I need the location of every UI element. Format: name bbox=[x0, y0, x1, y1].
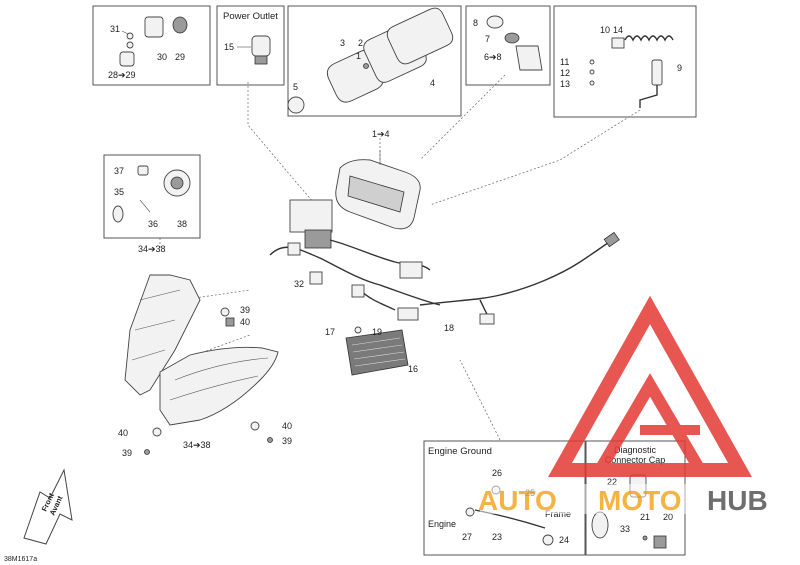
callout-40-a: 40 bbox=[240, 317, 250, 327]
bulb-part bbox=[112, 205, 124, 223]
callout-1-4: 1➔4 bbox=[372, 129, 390, 139]
label-14: 14 bbox=[613, 25, 623, 35]
watermark-hub: HUB bbox=[707, 485, 768, 516]
cluster-gasket-part bbox=[386, 7, 454, 65]
harness-branch-18 bbox=[419, 239, 613, 306]
knob-cap-part bbox=[486, 15, 504, 29]
screw-part bbox=[126, 32, 134, 40]
diagram-code: 38M1617a bbox=[4, 556, 37, 563]
headlight-housing bbox=[124, 274, 201, 396]
label-38: 38 bbox=[177, 219, 187, 229]
label-15: 15 bbox=[224, 42, 234, 52]
knob-nut-part bbox=[504, 32, 520, 44]
front-direction-arrow: Front Avant bbox=[23, 468, 73, 545]
label-20: 20 bbox=[663, 512, 673, 522]
washer-part bbox=[126, 41, 134, 49]
seal-part bbox=[172, 16, 188, 34]
power-outlet-title: Power Outlet bbox=[223, 11, 278, 22]
label-31: 31 bbox=[110, 24, 120, 34]
label-1: 1 bbox=[356, 51, 361, 61]
label-29: 29 bbox=[175, 52, 185, 62]
connector-19 bbox=[397, 307, 419, 321]
callout-17: 17 bbox=[325, 327, 335, 337]
power-outlet-part bbox=[251, 35, 271, 57]
gauge-part bbox=[287, 96, 305, 114]
watermark-logo: AUTO MOTO HUB bbox=[478, 295, 800, 516]
label-8: 8 bbox=[473, 18, 478, 28]
watermark-moto: MOTO bbox=[598, 485, 681, 516]
callout-34-38-bottom: 34➔38 bbox=[183, 440, 211, 450]
box-sensor: 10 14 11 12 13 9 bbox=[553, 5, 697, 118]
headlight-lens bbox=[159, 346, 279, 426]
label-10: 10 bbox=[600, 25, 610, 35]
callout-39-c: 39 bbox=[282, 436, 292, 446]
label-33: 33 bbox=[620, 524, 630, 534]
label-12: 12 bbox=[560, 68, 570, 78]
engine-ground-title: Engine Ground bbox=[428, 446, 492, 457]
main-assembly bbox=[124, 159, 620, 455]
label-26: 26 bbox=[492, 468, 502, 478]
power-outlet-nut bbox=[254, 55, 268, 65]
label-37: 37 bbox=[114, 166, 124, 176]
sensor-body bbox=[651, 59, 663, 86]
label-35: 35 bbox=[114, 187, 124, 197]
callout-40-c: 40 bbox=[282, 421, 292, 431]
label-21: 21 bbox=[640, 512, 650, 522]
label-23: 23 bbox=[492, 532, 502, 542]
label-4: 4 bbox=[430, 78, 435, 88]
sensor-wire bbox=[624, 35, 674, 42]
callout-32: 32 bbox=[294, 279, 304, 289]
bulb-small-part bbox=[137, 165, 149, 176]
box-cluster: 3 2 1 4 5 bbox=[287, 5, 462, 117]
box-knob: 8 7 6➔8 bbox=[465, 5, 551, 86]
watermark-auto: AUTO bbox=[478, 485, 557, 516]
connector-32 bbox=[287, 242, 301, 256]
callout-34-38-top: 34➔38 bbox=[138, 244, 166, 254]
callout-39-b: 39 bbox=[122, 448, 132, 458]
relay-block bbox=[289, 199, 333, 233]
knob-switch-part bbox=[515, 45, 543, 71]
label-5: 5 bbox=[293, 82, 298, 92]
socket-part bbox=[119, 51, 135, 67]
label-28-29: 28➔29 bbox=[108, 70, 136, 80]
callout-16: 16 bbox=[408, 364, 418, 374]
label-2: 2 bbox=[358, 38, 363, 48]
label-22: 22 bbox=[607, 477, 617, 487]
connector-18 bbox=[479, 313, 495, 325]
label-6-8: 6➔8 bbox=[484, 52, 502, 62]
label-30: 30 bbox=[157, 52, 167, 62]
label-7: 7 bbox=[485, 34, 490, 44]
label-24: 24 bbox=[559, 535, 569, 545]
callout-40-b: 40 bbox=[118, 428, 128, 438]
box-power-outlet: Power Outlet 15 bbox=[216, 5, 285, 86]
box-bulb: 37 35 36 38 bbox=[103, 154, 201, 239]
diagnostic-title-line1: Diagnostic bbox=[614, 445, 657, 455]
label-13: 13 bbox=[560, 79, 570, 89]
engine-label: Engine bbox=[428, 519, 456, 529]
label-3: 3 bbox=[340, 38, 345, 48]
callout-19: 19 bbox=[372, 327, 382, 337]
callout-39-a: 39 bbox=[240, 305, 250, 315]
label-11: 11 bbox=[560, 57, 569, 67]
bracket-part bbox=[144, 16, 164, 38]
label-36: 36 bbox=[148, 219, 158, 229]
callout-18: 18 bbox=[444, 323, 454, 333]
label-9: 9 bbox=[677, 63, 682, 73]
voltage-regulator bbox=[345, 329, 409, 376]
sensor-connector bbox=[611, 37, 625, 49]
diagnostic-title-line2: Connector Cap bbox=[605, 455, 666, 465]
label-27: 27 bbox=[462, 532, 472, 542]
box-top-left: 31 30 29 28➔29 bbox=[92, 5, 211, 86]
